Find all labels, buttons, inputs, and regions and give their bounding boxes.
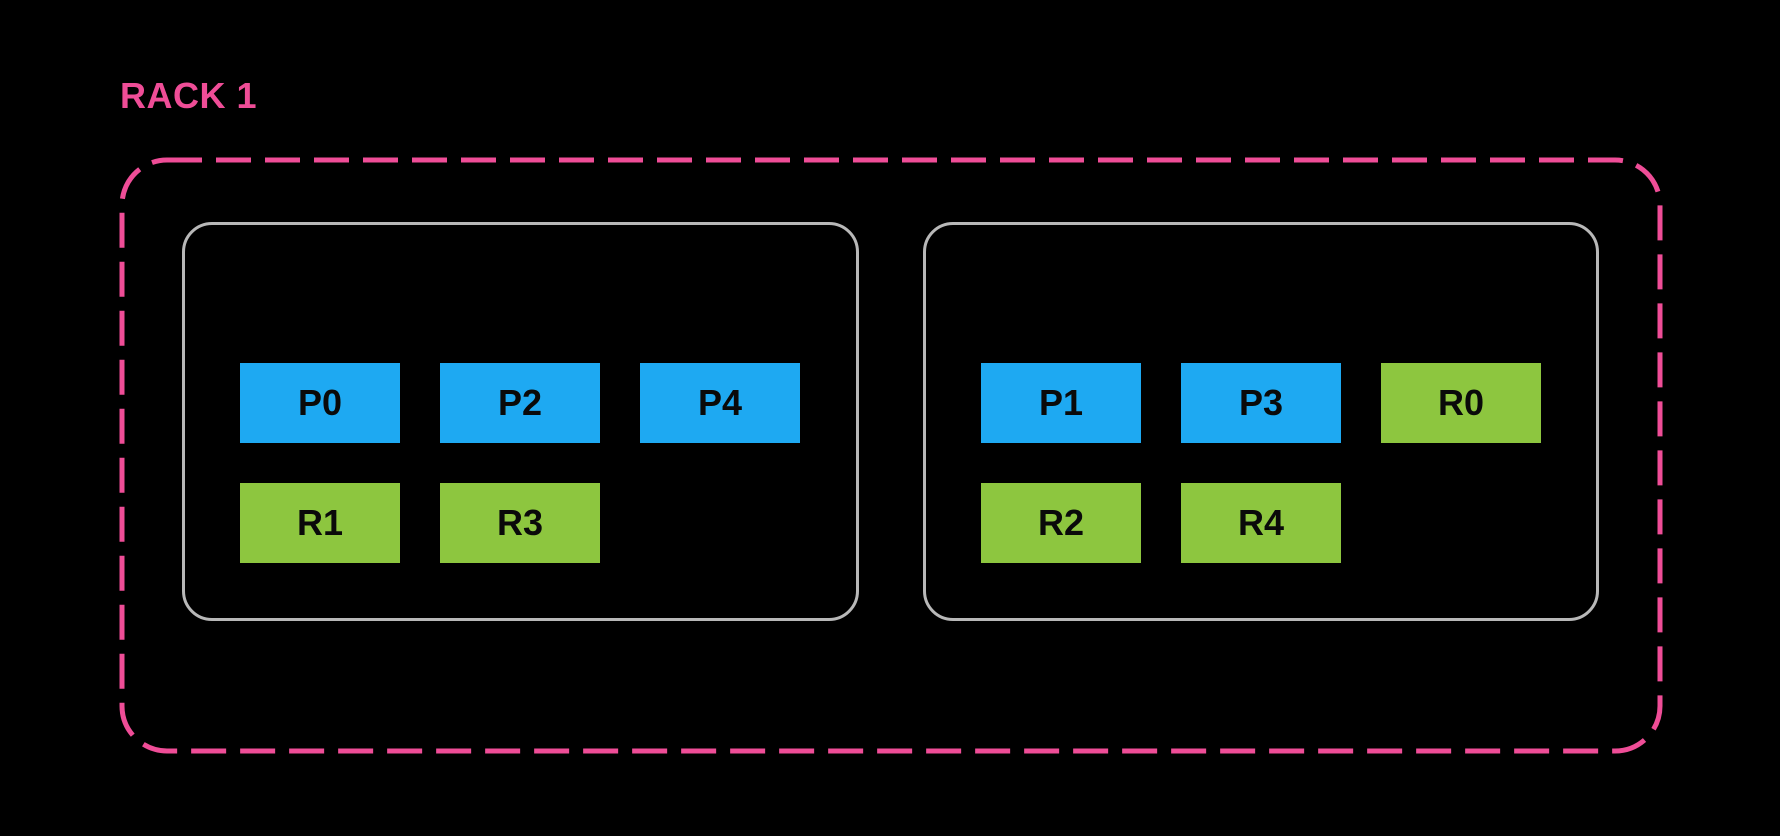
- rack-title: RACK 1: [120, 75, 258, 116]
- node-p3: P3: [1181, 363, 1341, 443]
- node-p2: P2: [440, 363, 600, 443]
- host-1-row-2: R1 R3: [240, 483, 856, 563]
- node-r0: R0: [1381, 363, 1541, 443]
- rack-dashed-border: [119, 157, 1663, 754]
- host-2-row-1: P1 P3 R0: [981, 363, 1596, 443]
- host-2-row-2: R2 R4: [981, 483, 1596, 563]
- host-1-row-1: P0 P2 P4: [240, 363, 856, 443]
- node-p4: P4: [640, 363, 800, 443]
- rack-dashed-border-rect: [119, 157, 1663, 754]
- node-p0: P0: [240, 363, 400, 443]
- node-r1: R1: [240, 483, 400, 563]
- node-p1: P1: [981, 363, 1141, 443]
- node-r2: R2: [981, 483, 1141, 563]
- node-r4: R4: [1181, 483, 1341, 563]
- node-r3: R3: [440, 483, 600, 563]
